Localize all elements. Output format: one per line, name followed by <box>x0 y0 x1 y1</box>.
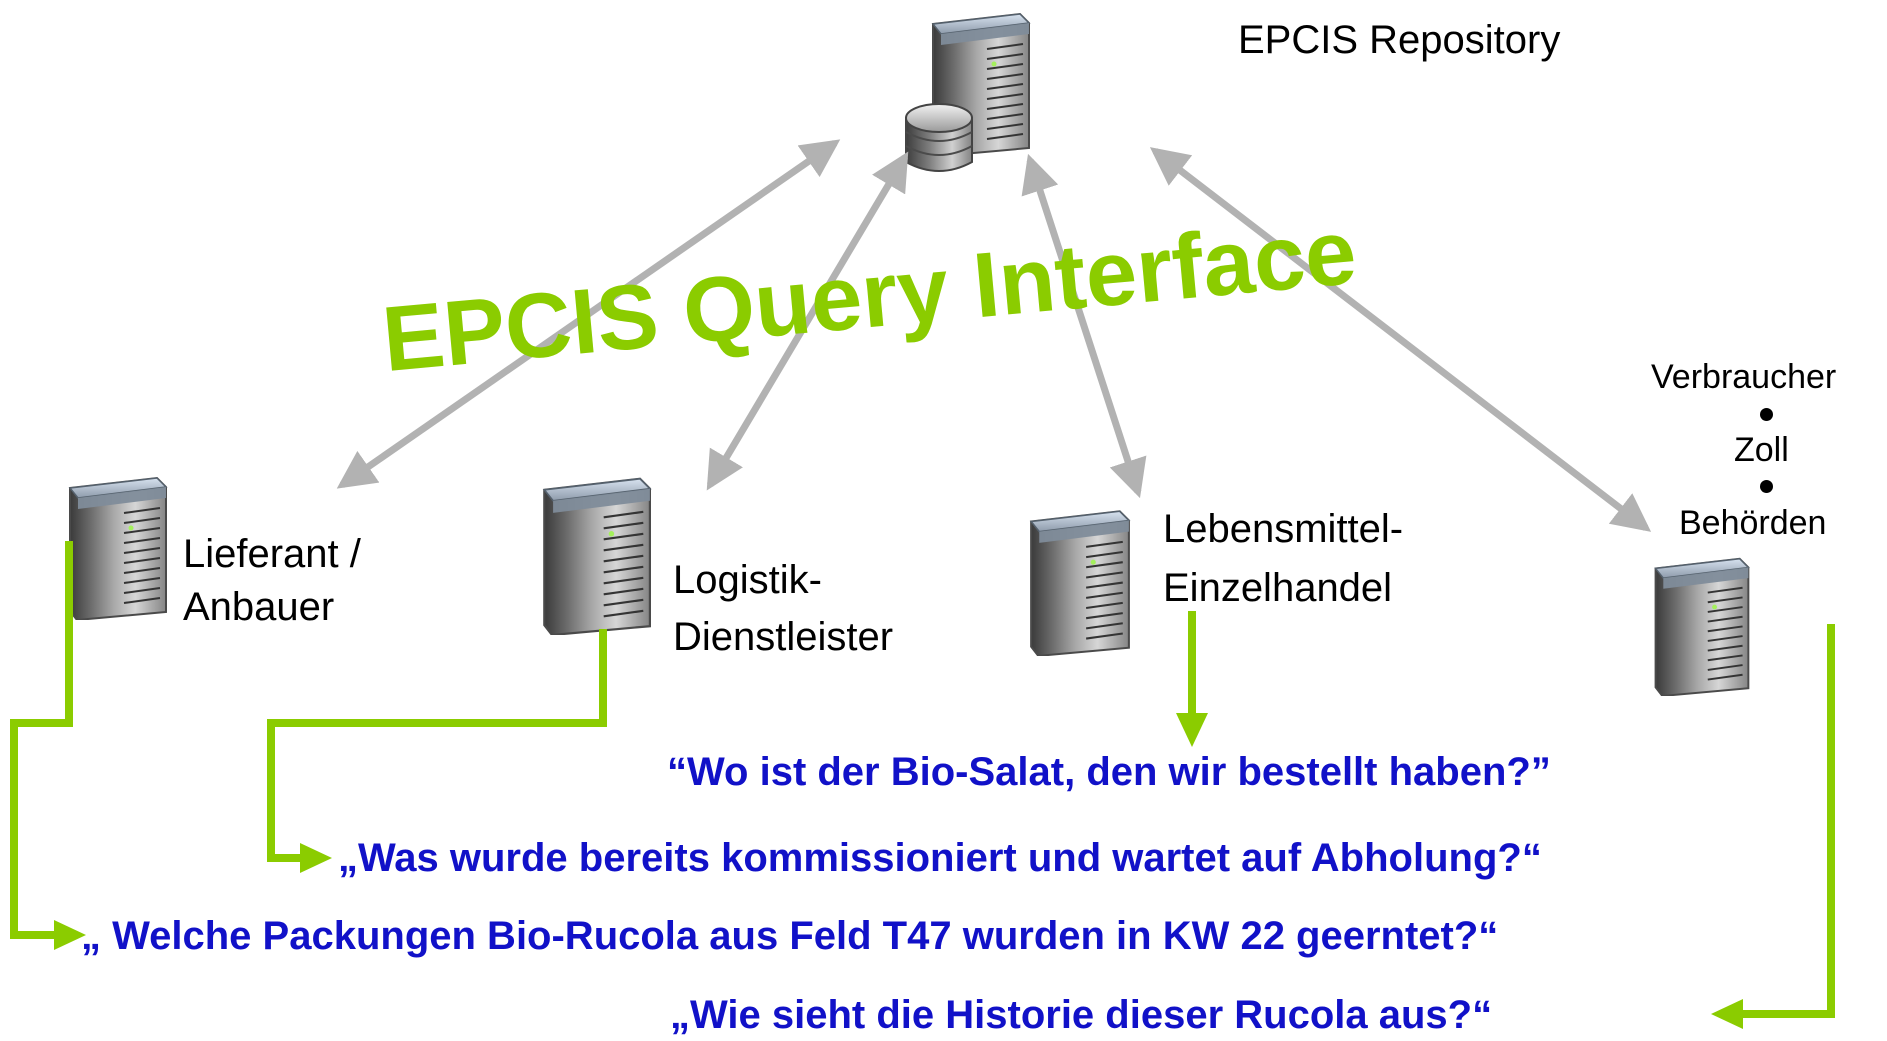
logistics-label-line-1: Logistik- <box>673 558 822 602</box>
authorities-green-connector <box>1740 624 1835 1018</box>
logistics-green-arrowhead <box>300 843 332 873</box>
supplier-server-icon <box>69 477 167 620</box>
retail-question: “Wo ist der Bio-Salat, den wir bestellt … <box>667 750 1551 794</box>
green-connectors <box>10 541 1835 1029</box>
authorities-label-customs: Zoll <box>1734 431 1789 469</box>
logistics-server-icon <box>543 477 652 635</box>
top-repository-group <box>905 13 1030 172</box>
logistics-repository-arrow <box>706 151 909 491</box>
supplier-question: „ Welche Packungen Bio-Rucola aus Feld T… <box>81 914 1499 958</box>
authorities-repository-arrow <box>1149 147 1652 532</box>
gray-arrows <box>336 139 1652 532</box>
retail-label-line-1: Lebensmittel- <box>1163 507 1404 551</box>
database-icon <box>905 103 973 172</box>
repository-label: EPCIS Repository <box>1238 18 1561 62</box>
retail-server-icon <box>1030 510 1130 656</box>
supplier-label-line-1: Lieferant / <box>183 532 361 576</box>
authorities-label-consumer: Verbraucher <box>1651 358 1837 396</box>
supplier-green-arrowhead <box>54 920 86 950</box>
supplier-green-connector <box>10 541 73 939</box>
authorities-server-icon <box>1654 557 1750 696</box>
authorities-question: „Wie sieht die Historie dieser Rucola au… <box>670 993 1493 1037</box>
supplier-label-line-2: Anbauer <box>183 585 335 629</box>
logistics-label-line-2: Dienstleister <box>673 615 894 659</box>
bullet-dot <box>1760 480 1773 493</box>
authorities-green-arrowhead <box>1711 999 1743 1029</box>
retail-green-arrowhead <box>1176 713 1208 747</box>
retail-label-line-2: Einzelhandel <box>1163 566 1393 610</box>
logistics-question: „Was wurde bereits kommissioniert und wa… <box>338 836 1542 880</box>
retail-repository-arrow <box>1021 153 1147 499</box>
logistics-green-connector <box>267 629 607 862</box>
authorities-label-authorities: Behörden <box>1679 504 1827 542</box>
bullet-dot <box>1760 408 1773 421</box>
